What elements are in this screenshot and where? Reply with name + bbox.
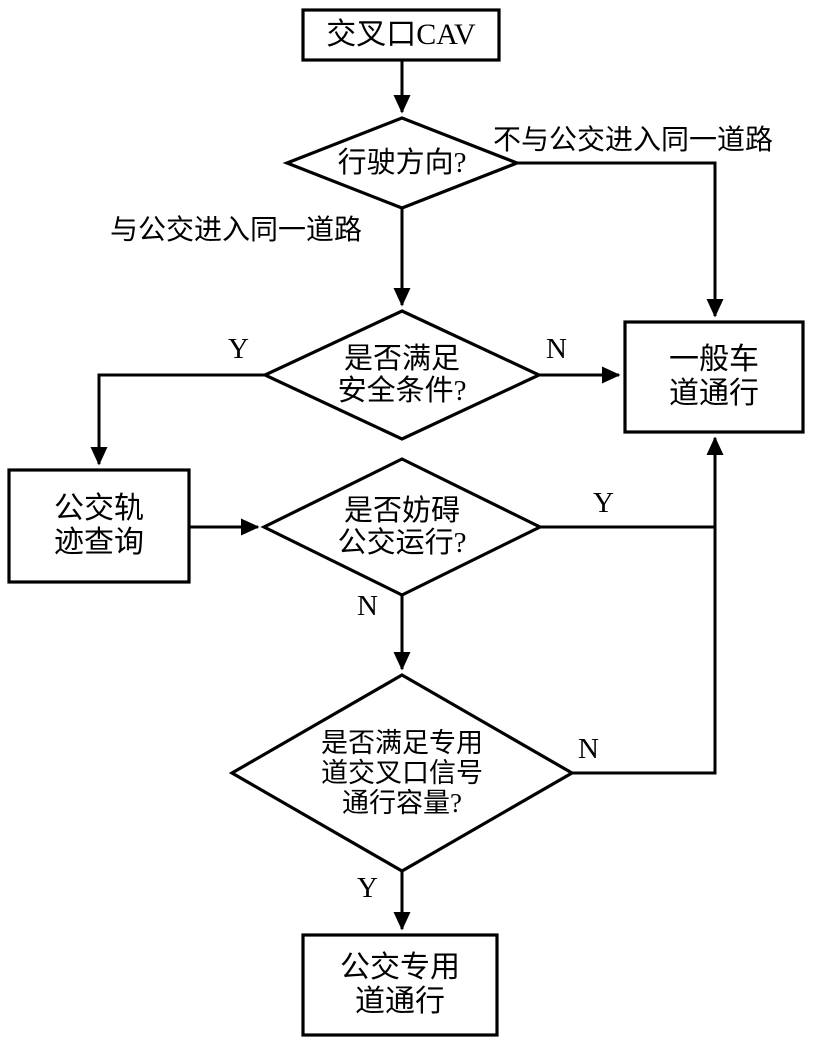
node-capacity-shape[interactable] [228,673,576,873]
edge-label-obstruct-yes: Y [593,487,614,519]
node-bus-lane-shape[interactable] [301,933,499,1037]
edge-label-safety-no: N [546,333,567,365]
edge-obstruct-yes [540,436,724,529]
edge-label-same-road: 与公交进入同一道路 [110,215,363,246]
edge-label-safety-yes: Y [228,333,249,365]
node-general-lane-shape[interactable] [623,320,805,434]
edge-label-capacity-yes: Y [357,872,378,904]
edge-label-different-road: 不与公交进入同一道路 [493,125,774,156]
node-obstruct-shape[interactable] [260,457,544,597]
edge-capacity-no [572,527,717,775]
edge-label-obstruct-no: N [357,590,378,622]
node-start-shape[interactable] [301,8,501,62]
node-direction-shape[interactable] [282,116,522,210]
node-safety-shape[interactable] [261,309,543,441]
edge-safety-yes [90,373,265,466]
edge-direction-different-road [517,161,724,318]
edge-label-capacity-no: N [578,733,599,765]
node-bus-trajectory-shape[interactable] [7,468,191,584]
